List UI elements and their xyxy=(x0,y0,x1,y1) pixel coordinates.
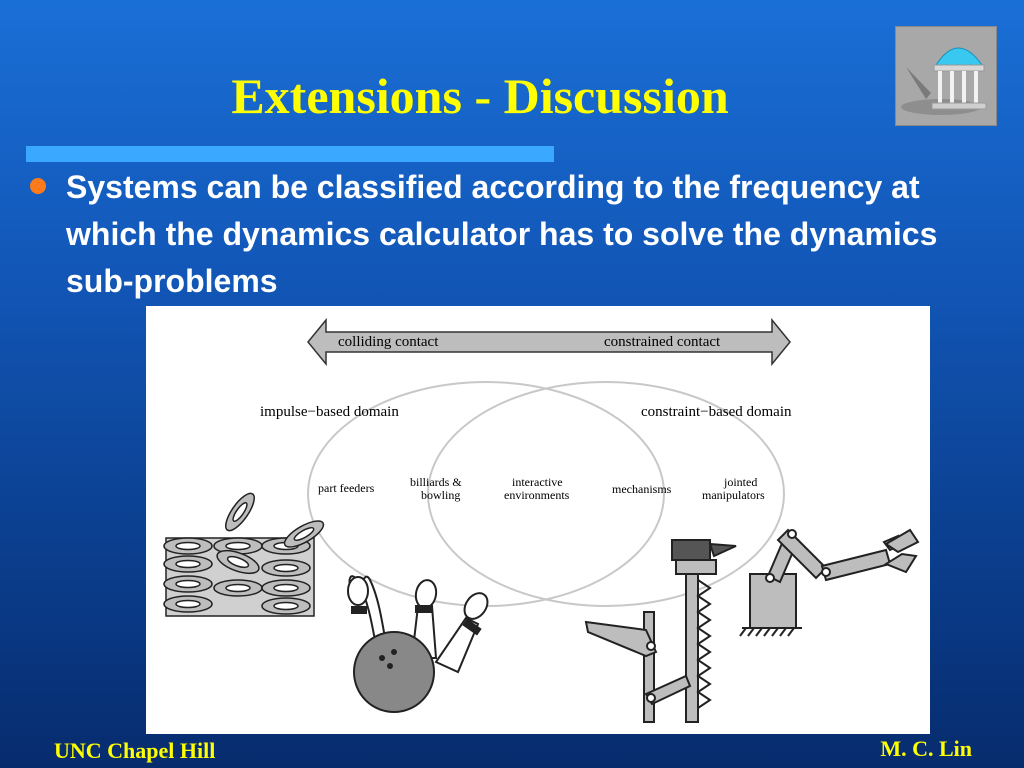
constraint-domain-ellipse xyxy=(427,381,785,607)
arrow-left-label: colliding contact xyxy=(338,334,439,350)
jointed-label-1: jointed xyxy=(723,475,757,489)
bowling-illustration xyxy=(347,575,489,713)
arrow-right-label: constrained contact xyxy=(604,334,721,350)
part-feeders-illustration xyxy=(163,492,325,617)
slide-title: Extensions - Discussion xyxy=(231,68,729,124)
old-well-logo-icon xyxy=(895,26,997,126)
billiards-label-1: billiards & xyxy=(410,475,462,489)
mechanisms-label: mechanisms xyxy=(612,482,672,496)
part-feeders-label: part feeders xyxy=(318,481,375,495)
interactive-label-2: environments xyxy=(504,488,570,502)
mechanism-illustration xyxy=(584,539,737,723)
bullet-text: Systems can be classified according to t… xyxy=(66,169,938,299)
impulse-domain-label: impulse−based domain xyxy=(260,404,399,420)
interactive-label-1: interactive xyxy=(512,475,563,489)
classification-figure: colliding contact constrained contact im… xyxy=(146,306,930,734)
footer-institution: UNC Chapel Hill xyxy=(54,738,216,763)
constraint-domain-label: constraint−based domain xyxy=(641,404,792,420)
double-arrow xyxy=(307,317,791,367)
footer-author: M. C. Lin xyxy=(880,736,972,761)
manipulator-illustration xyxy=(739,528,920,637)
billiards-label-2: bowling xyxy=(421,488,460,502)
title-underline-bar xyxy=(26,146,554,162)
jointed-label-2: manipulators xyxy=(702,488,765,502)
bullet-dot-icon xyxy=(30,178,46,194)
